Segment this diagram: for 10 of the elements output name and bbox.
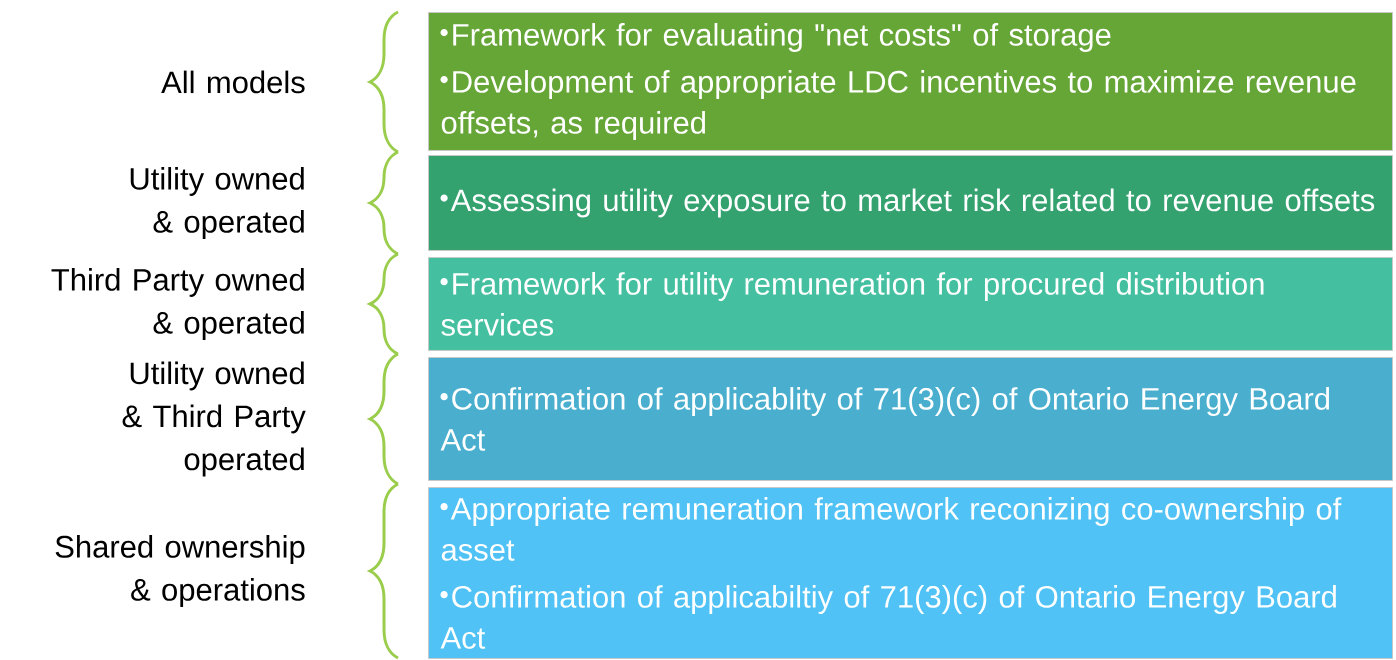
group-label: Utility owned & Third Party operated [122,361,306,477]
text-box: Appropriate remuneration framework reconizing co-ownership of asset Confirmation of applicabiltiy of 71(3)(c) of Ontario Energy Board Act [428,487,1393,659]
text-box: Confirmation of applicablity of 71(3)(c) of Ontario Energy Board Act [428,357,1393,481]
text-box: Framework for utility remuneration for procured distribution services [428,257,1393,351]
text-box: Assessing utility exposure to market risk related to revenue offsets [428,155,1393,251]
group-label: Third Party owned & operated [51,268,304,340]
group-label: Shared ownership & operations [55,535,305,607]
text-box: Framework for evaluating "net costs" of storage Development of appropriate LDC incentives to maximize revenue offsets, as required [428,12,1393,151]
group-label: All models [161,70,305,94]
group-label: Utility owned & operated [130,167,304,239]
